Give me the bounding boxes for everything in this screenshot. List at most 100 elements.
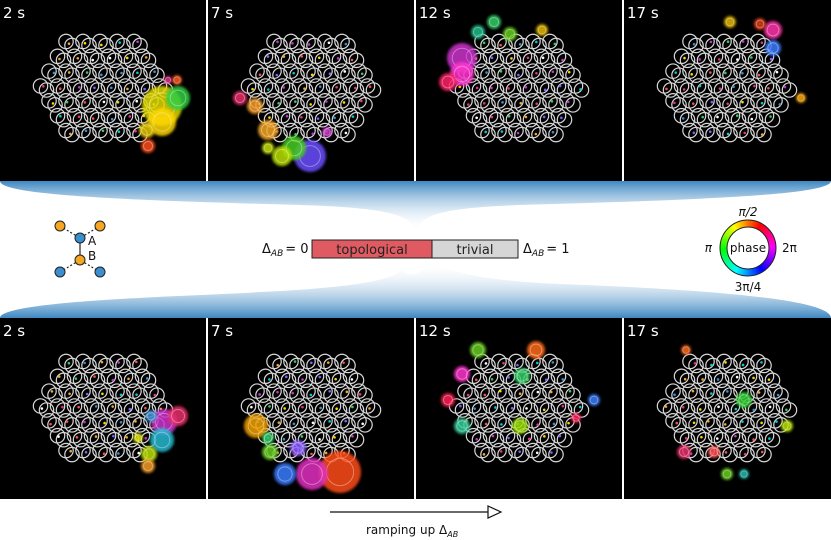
- excitation-rim: [323, 128, 331, 136]
- top-fan: [0, 181, 831, 232]
- site-dot: [741, 363, 745, 367]
- site-dot: [361, 422, 365, 426]
- excitation-rim: [738, 394, 750, 406]
- site-dot: [128, 115, 132, 118]
- outer-site-icon: [54, 266, 66, 278]
- lattice-site: [688, 387, 704, 403]
- lattice-site: [539, 402, 556, 418]
- excitation-rim: [146, 411, 156, 421]
- site-dot: [682, 88, 686, 91]
- lattice-site: [764, 402, 781, 418]
- lattice-site: [89, 431, 106, 448]
- phase-ring-segment: [731, 265, 738, 273]
- site-dot: [65, 100, 69, 104]
- site-dot: [490, 56, 494, 60]
- site-dot: [757, 73, 761, 77]
- site-dot: [324, 451, 328, 455]
- lattice-site: [306, 387, 322, 403]
- site-dot: [342, 101, 346, 104]
- phase-ring-segment: [720, 249, 728, 254]
- site-dot: [277, 101, 280, 105]
- excitation-rim: [529, 343, 543, 357]
- lattice-site: [106, 431, 123, 448]
- excitation-blob: [739, 469, 749, 479]
- site-dot: [475, 116, 478, 120]
- lattice-site: [72, 372, 89, 389]
- site-dot: [84, 450, 88, 454]
- lattice-site: [149, 67, 165, 83]
- excitation-rim: [134, 434, 142, 442]
- lattice-site: [323, 37, 339, 54]
- site-dot: [691, 102, 695, 105]
- phase-ring-segment: [755, 266, 761, 275]
- lattice-site: [272, 417, 288, 433]
- lattice-site: [331, 111, 348, 128]
- lattice-site: [539, 82, 556, 98]
- phase-ring-segment: [753, 267, 759, 276]
- excitation-blob: [272, 146, 292, 166]
- excitation-rim: [589, 395, 599, 405]
- lattice-site: [548, 97, 564, 113]
- site-b-label: B: [88, 249, 96, 263]
- lattice-site: [89, 111, 106, 128]
- site-dot: [75, 436, 79, 439]
- lattice-site: [480, 37, 496, 54]
- site-dot: [710, 392, 713, 395]
- site-dot: [310, 361, 313, 365]
- site-dot: [778, 103, 782, 106]
- phase-ring-segment: [731, 223, 738, 232]
- excitation-rim: [264, 446, 276, 458]
- lattice-site: [115, 387, 131, 403]
- excitation-blob: [470, 342, 486, 358]
- site-dot: [665, 87, 668, 91]
- lattice-site: [357, 97, 373, 113]
- site-dot: [137, 451, 141, 455]
- lattice-site: [671, 67, 687, 83]
- excitation-rim: [171, 409, 185, 423]
- site-dot: [482, 102, 486, 105]
- lattice-site: [548, 37, 564, 54]
- excitation-blob: [764, 21, 782, 39]
- site-dot: [143, 87, 146, 91]
- excitation-blob: [139, 122, 155, 138]
- site-dot: [309, 393, 313, 397]
- site-dot: [300, 115, 303, 119]
- top-frame-1-time: 2 s: [3, 4, 25, 22]
- lattice-site: [357, 387, 373, 403]
- lattice-site: [539, 111, 556, 128]
- lattice-site: [289, 417, 305, 433]
- lattice-site: [531, 97, 547, 113]
- site-dot: [344, 42, 348, 46]
- lattice-site: [55, 372, 72, 389]
- site-dot: [558, 434, 562, 438]
- site-dot: [466, 103, 470, 106]
- excitation-rim: [249, 100, 261, 112]
- lattice-site: [705, 417, 721, 433]
- top-frame-3-time: 12 s: [419, 4, 451, 22]
- site-dot: [551, 130, 555, 134]
- site-dot: [459, 404, 462, 408]
- phase-ring-segment: [727, 226, 735, 234]
- site-dot: [717, 405, 720, 409]
- phase-ring-segment: [723, 231, 731, 238]
- excitation-blob: [527, 341, 545, 359]
- site-dot: [300, 435, 304, 438]
- lattice-site: [747, 372, 764, 389]
- site-dot: [741, 71, 744, 75]
- lattice-site: [38, 82, 55, 98]
- lattice-site: [688, 97, 704, 113]
- site-dot: [683, 56, 686, 60]
- site-dot: [136, 40, 139, 44]
- site-dot: [549, 390, 553, 394]
- excitation-blob: [150, 428, 174, 452]
- phase-ring-segment: [722, 256, 730, 263]
- lattice-site: [539, 431, 556, 448]
- excitation-blob: [439, 73, 457, 91]
- lattice-site: [89, 402, 106, 418]
- site-dot: [726, 390, 729, 393]
- lattice-site: [280, 431, 297, 448]
- phase-ring-segment: [720, 238, 729, 243]
- excitation-blob: [796, 93, 806, 103]
- site-dot: [300, 55, 304, 58]
- lattice-site: [55, 82, 72, 98]
